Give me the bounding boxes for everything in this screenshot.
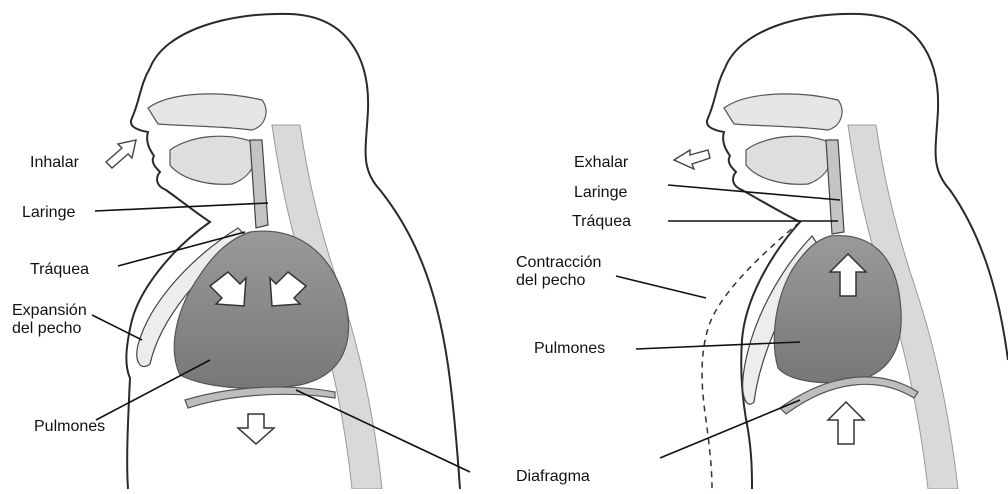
right-larynx-label: Laringe (574, 184, 627, 202)
left-figure (92, 14, 460, 489)
diaphragm-line-right (660, 400, 800, 458)
chest-expansion-label: Expansión del pecho (12, 302, 87, 338)
diaphragm-label: Diafragma (516, 468, 590, 486)
left-larynx-line (95, 203, 268, 211)
diaphragm-down-arrow-icon (238, 414, 274, 444)
left-trachea (250, 140, 268, 228)
left-lungs-label: Pulmones (34, 418, 105, 436)
chest-contraction-line2: del pecho (516, 272, 601, 290)
left-trachea-label: Tráquea (30, 261, 89, 279)
chest-expansion-line2: del pecho (12, 320, 87, 338)
inhale-label: Inhalar (30, 154, 79, 172)
chest-expansion-line1: Expansión (12, 302, 87, 320)
right-lungs-label: Pulmones (534, 340, 605, 358)
inhale-arrow-icon (106, 140, 136, 168)
chest-contraction-line1: Contracción (516, 254, 601, 272)
right-trachea-label: Tráquea (572, 213, 631, 231)
right-trachea (826, 140, 844, 234)
left-expansion-line (92, 315, 142, 340)
left-lungs-line (96, 360, 210, 420)
left-oral-cavity (170, 136, 256, 184)
right-nasal-cavity (724, 94, 842, 130)
diaphragm-line-left (296, 390, 470, 472)
chest-contraction-label: Contracción del pecho (516, 254, 601, 290)
left-nasal-cavity (148, 94, 266, 130)
right-figure (616, 14, 1008, 489)
exhale-label: Exhalar (574, 154, 628, 172)
diaphragm-up-arrow-icon (828, 402, 864, 444)
right-oral-cavity (746, 136, 832, 184)
right-contraction-line (616, 276, 706, 298)
exhale-arrow-icon (674, 150, 710, 169)
left-larynx-label: Laringe (22, 204, 75, 222)
